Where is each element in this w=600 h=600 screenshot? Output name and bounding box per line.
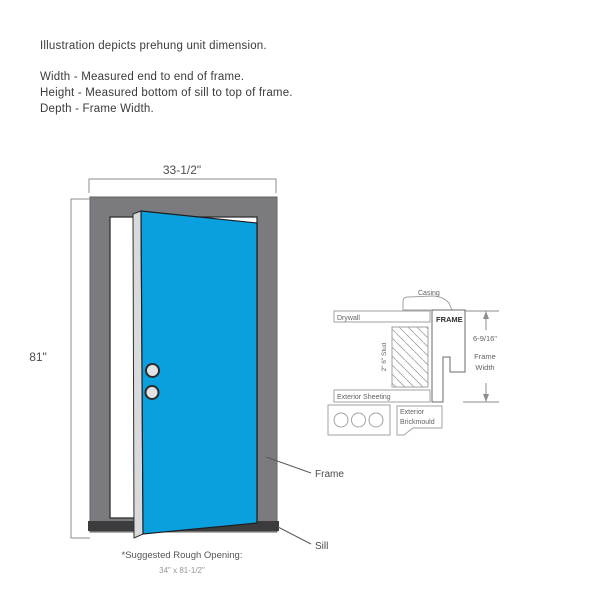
sill-callout-label: Sill [315, 541, 328, 552]
stud-box [391, 326, 429, 388]
illustration-notes: Illustration depicts prehung unit dimens… [40, 38, 293, 117]
brickmould-callout-box [396, 405, 443, 436]
note-width: Width - Measured end to end of frame. [40, 71, 245, 83]
note-depth: Depth - Frame Width. [40, 103, 154, 115]
sill-leader-line [277, 526, 312, 545]
drywall-box [333, 310, 431, 323]
deadbolt-hole [145, 363, 160, 378]
brickmould-bead [333, 412, 349, 428]
brickmould-profile [327, 404, 391, 436]
casing-profile [402, 295, 453, 311]
frame-width-dimension-lines [463, 310, 499, 403]
dimension-arrow-up [483, 311, 489, 319]
door-panel [140, 210, 258, 535]
brickmould-bead [351, 412, 366, 428]
width-dimension-label: 33-1/2" [163, 163, 201, 177]
frame-width-label-line1: Frame [474, 352, 496, 361]
width-dimension-bracket [88, 178, 277, 193]
brickmould-bead [368, 412, 384, 428]
note-prehung: Illustration depicts prehung unit dimens… [40, 40, 267, 52]
frame-callout-label: Frame [315, 469, 344, 480]
frame-leader-line [265, 456, 312, 474]
knob-hole [144, 385, 160, 400]
height-dimension-label: 81" [29, 350, 47, 364]
drywall-label: Drywall [337, 315, 360, 322]
note-height: Height - Measured bottom of sill to top … [40, 87, 293, 99]
height-dimension-bracket [70, 198, 90, 539]
exterior-sheeting-box [333, 389, 431, 403]
frame-cross-section: Casing Drywall FRAME 2" 6" Stud Exterior… [327, 290, 499, 436]
stud-label: 2" 6" Stud [381, 342, 388, 371]
brickmould-label-line1: Exterior [400, 409, 425, 416]
rough-opening-value: 34" x 81-1/2" [159, 566, 205, 575]
frame-width-value: 6-9/16" [473, 334, 497, 343]
exterior-sheeting-label: Exterior Sheeting [337, 394, 391, 401]
frame-width-label-line2: Width [475, 363, 494, 372]
dimension-arrow-down [483, 394, 489, 402]
brickmould-label-line2: Brickmould [400, 419, 435, 426]
frame-jamb-profile [431, 309, 466, 403]
casing-label: Casing [418, 290, 440, 297]
rough-opening-title: *Suggested Rough Opening: [122, 550, 243, 561]
frame-section-label: FRAME [436, 315, 463, 324]
